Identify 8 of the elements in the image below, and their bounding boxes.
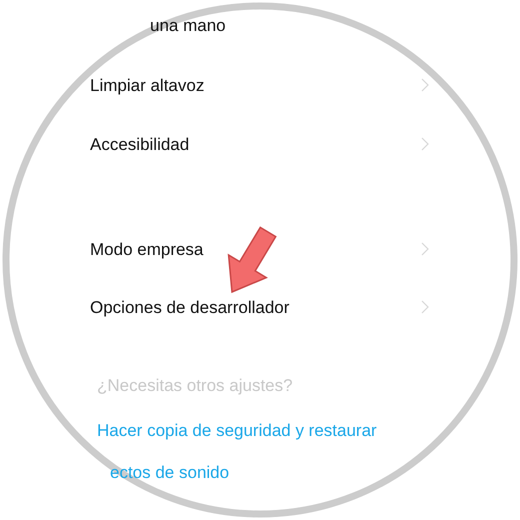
menu-item: una mano (150, 16, 226, 36)
menu-item: Limpiar altavoz (90, 76, 204, 96)
link-text: Hacer copia de seguridad y restaurar (97, 421, 377, 441)
menu-item: Accesibilidad (90, 135, 190, 155)
menu-item: Modo empresa (90, 240, 204, 260)
pointer-arrow (228, 226, 277, 294)
link-text: ectos de sonido (110, 463, 230, 483)
menu-item: Opciones de desarrollador (90, 298, 290, 318)
